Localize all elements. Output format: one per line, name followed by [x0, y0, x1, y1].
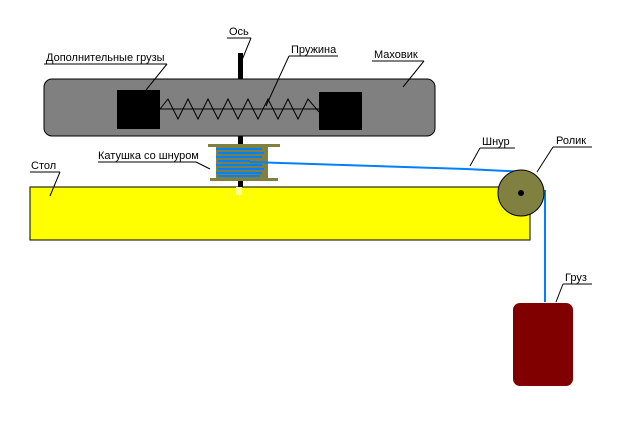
label-spring: Пружина	[291, 44, 337, 56]
label-spool: Катушка со шнуром	[98, 150, 199, 162]
spring-coil	[159, 97, 320, 121]
load-weight	[513, 303, 573, 386]
axis-hole	[236, 187, 242, 195]
weight-block-right	[319, 92, 362, 130]
cord	[249, 161, 529, 173]
pulley-axle	[518, 190, 524, 196]
label-weight: Груз	[565, 272, 587, 284]
weight-block-left	[117, 90, 160, 129]
label-flywheel: Маховик	[374, 49, 418, 61]
label-pulley: Ролик	[556, 135, 586, 147]
label-table: Стол	[31, 160, 56, 172]
flywheel	[43, 78, 436, 137]
label-leaders	[30, 37, 592, 303]
label-cord: Шнур	[482, 136, 510, 148]
label-extra-weights: Дополнительные грузы	[46, 52, 165, 64]
table	[29, 186, 531, 241]
label-axis: Ось	[229, 26, 249, 38]
axis-rod-top	[238, 53, 243, 79]
